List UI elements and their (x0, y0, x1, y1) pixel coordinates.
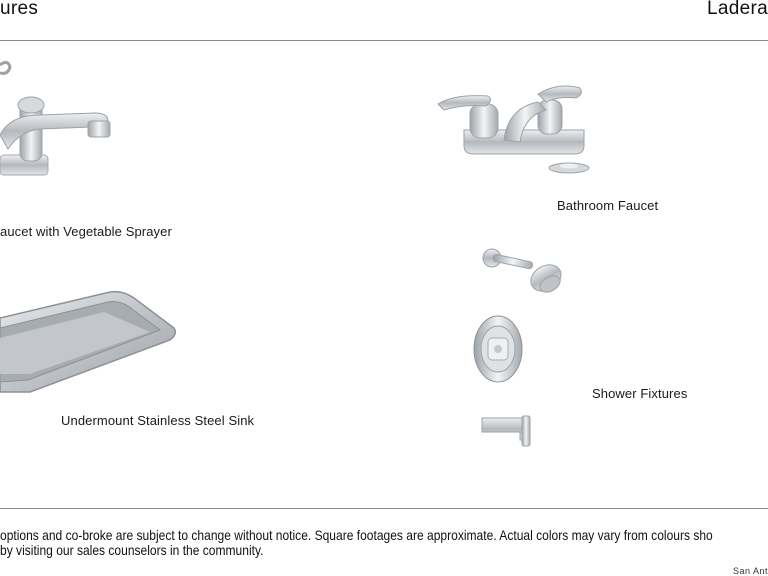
shower-valve-icon (473, 315, 523, 383)
footer-text: San Ant (732, 566, 768, 576)
disclaimer-line: options and co-broke are subject to chan… (0, 527, 713, 543)
product-caption: Undermount Stainless Steel Sink (61, 413, 255, 428)
product-caption: Shower Fixtures (592, 386, 688, 401)
header-divider (0, 40, 768, 41)
community-name: Ladera (707, 0, 768, 19)
product-caption: aucet with Vegetable Sprayer (0, 224, 172, 239)
footer-divider (0, 508, 768, 509)
page-title: ures (0, 0, 39, 19)
kitchen-faucet-icon (0, 60, 111, 176)
disclaimer-line: by visiting our sales counselors in the … (0, 542, 264, 558)
shower-head-icon (482, 248, 562, 293)
tub-spout-icon (481, 415, 531, 447)
product-caption: Bathroom Faucet (557, 198, 659, 213)
bathroom-faucet-icon (437, 85, 590, 174)
sink-icon (0, 290, 177, 393)
